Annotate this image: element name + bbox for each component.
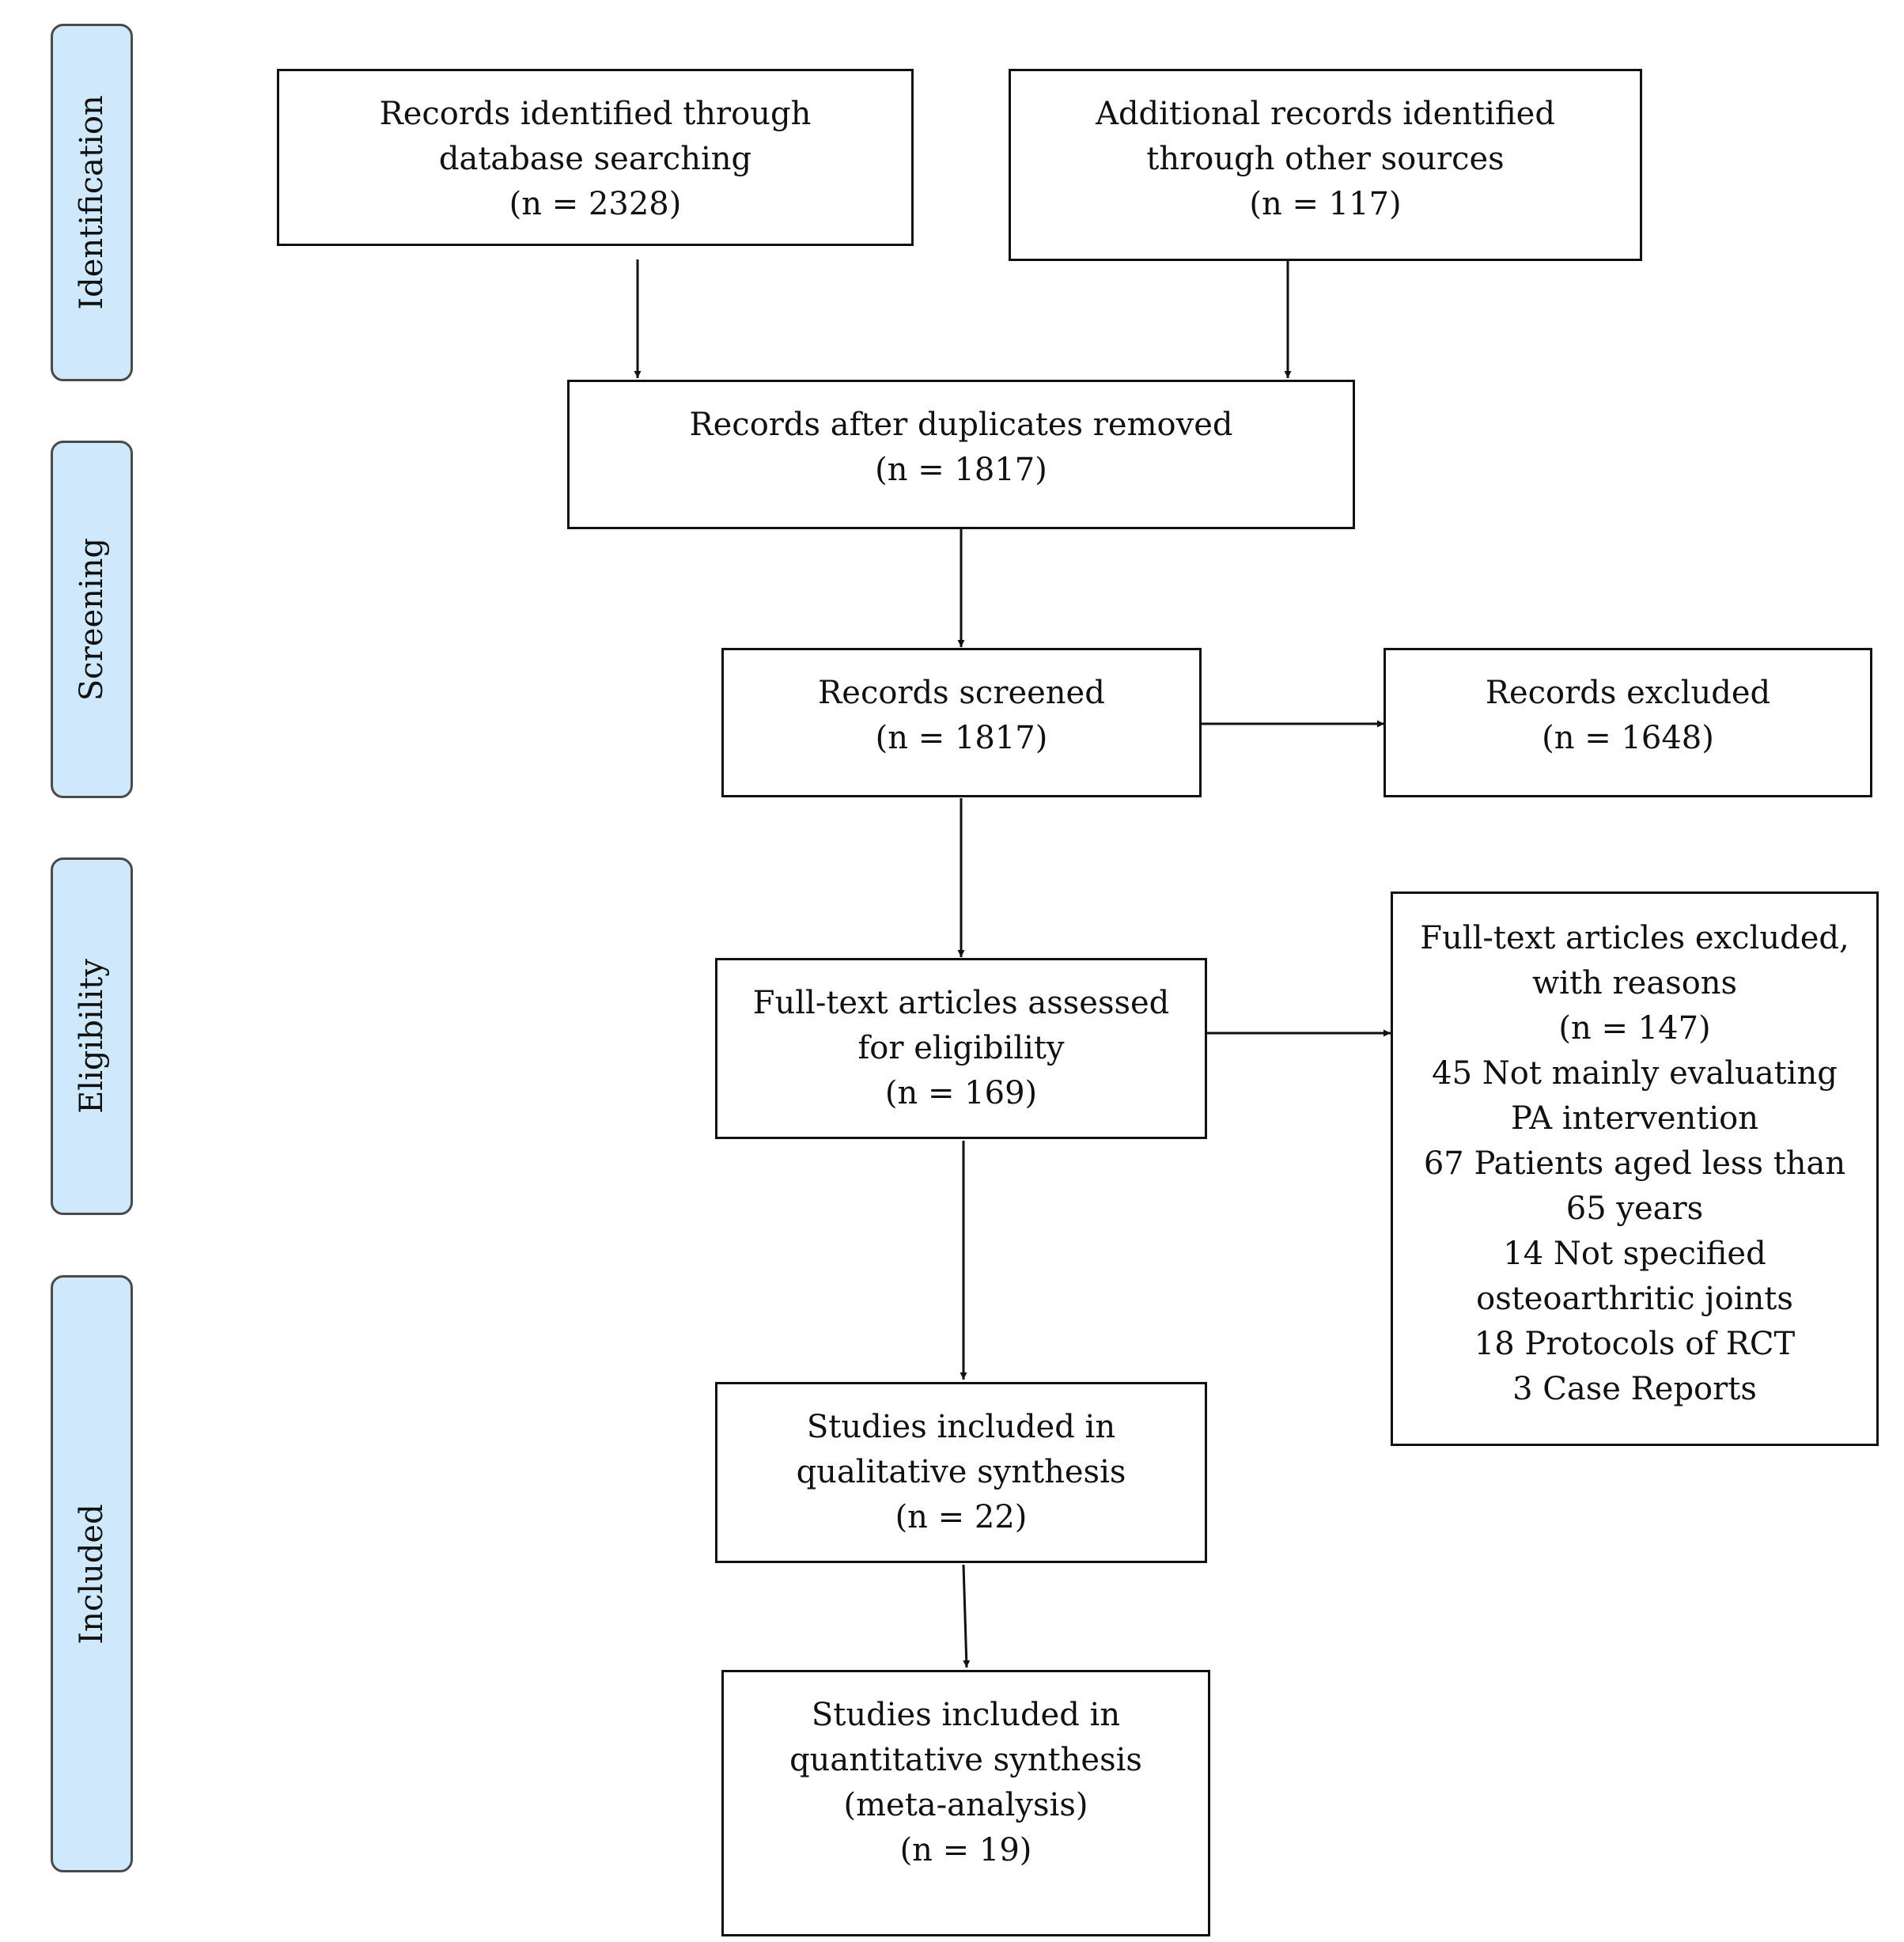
full-text-assessed-box: Full-text articles assessed for eligibil…	[715, 958, 1207, 1139]
records-other-sources-line1: Additional records identified	[1096, 96, 1555, 132]
exclusion-reason-line: 65 years	[1565, 1191, 1704, 1227]
quantitative-synthesis-line3: (meta-analysis)	[843, 1787, 1088, 1823]
quantitative-synthesis-count: (n = 19)	[899, 1832, 1032, 1868]
records-excluded-line1: Records excluded	[1485, 675, 1771, 711]
qualitative-synthesis-line2: qualitative synthesis	[796, 1454, 1126, 1490]
duplicates-removed-count: (n = 1817)	[875, 452, 1047, 488]
records-other-sources-box: Additional records identified through ot…	[1009, 69, 1642, 261]
qualitative-synthesis-box: Studies included in qualitative synthesi…	[715, 1382, 1207, 1563]
stage-identification: Identification	[51, 24, 133, 381]
exclusion-reason-line: 18 Protocols of RCT	[1474, 1326, 1796, 1362]
full-text-assessed-count: (n = 169)	[884, 1075, 1038, 1111]
quantitative-synthesis-line2: quantitative synthesis	[789, 1742, 1142, 1778]
stage-eligibility: Eligibility	[51, 857, 133, 1215]
records-screened-box: Records screened (n = 1817)	[721, 648, 1202, 797]
records-excluded-box: Records excluded (n = 1648)	[1384, 648, 1872, 797]
full-text-assessed-line2: for eligibility	[857, 1030, 1065, 1066]
exclusion-reason-line: PA intervention	[1510, 1100, 1758, 1137]
records-other-sources-line2: through other sources	[1146, 141, 1505, 177]
arrow-qualitative-to-quantitative	[962, 1564, 971, 1668]
exclusion-reason-line: osteoarthritic joints	[1476, 1281, 1793, 1317]
exclusion-reason-line: 45 Not mainly evaluating	[1432, 1055, 1838, 1092]
records-database-count: (n = 2328)	[509, 186, 682, 222]
qualitative-synthesis-count: (n = 22)	[895, 1499, 1028, 1535]
exclusion-reason-line: 67 Patients aged less than	[1423, 1145, 1846, 1182]
records-excluded-count: (n = 1648)	[1542, 720, 1714, 756]
exclusion-reason-line: 14 Not specified	[1503, 1236, 1766, 1272]
quantitative-synthesis-line1: Studies included in	[811, 1697, 1121, 1733]
exclusion-reason-line: 3 Case Reports	[1512, 1371, 1757, 1407]
records-screened-line1: Records screened	[818, 675, 1105, 711]
full-text-excluded-box: Full-text articles excluded, with reason…	[1391, 892, 1879, 1446]
full-text-assessed-line1: Full-text articles assessed	[752, 985, 1170, 1021]
quantitative-synthesis-box: Studies included in quantitative synthes…	[721, 1670, 1210, 1936]
duplicates-removed-line1: Records after duplicates removed	[689, 407, 1233, 443]
stage-included: Included	[51, 1275, 133, 1872]
full-text-excluded-line2: with reasons	[1531, 965, 1738, 1001]
records-database-line2: database searching	[438, 141, 752, 177]
full-text-excluded-count: (n = 147)	[1558, 1010, 1711, 1047]
stage-screening: Screening	[51, 441, 133, 798]
records-other-sources-count: (n = 117)	[1249, 186, 1402, 222]
records-database-line1: Records identified through	[379, 96, 812, 132]
qualitative-synthesis-line1: Studies included in	[806, 1409, 1116, 1445]
full-text-excluded-line1: Full-text articles excluded,	[1420, 920, 1849, 956]
records-screened-count: (n = 1817)	[875, 720, 1048, 756]
duplicates-removed-box: Records after duplicates removed (n = 18…	[567, 380, 1355, 529]
records-database-box: Records identified through database sear…	[277, 69, 914, 246]
